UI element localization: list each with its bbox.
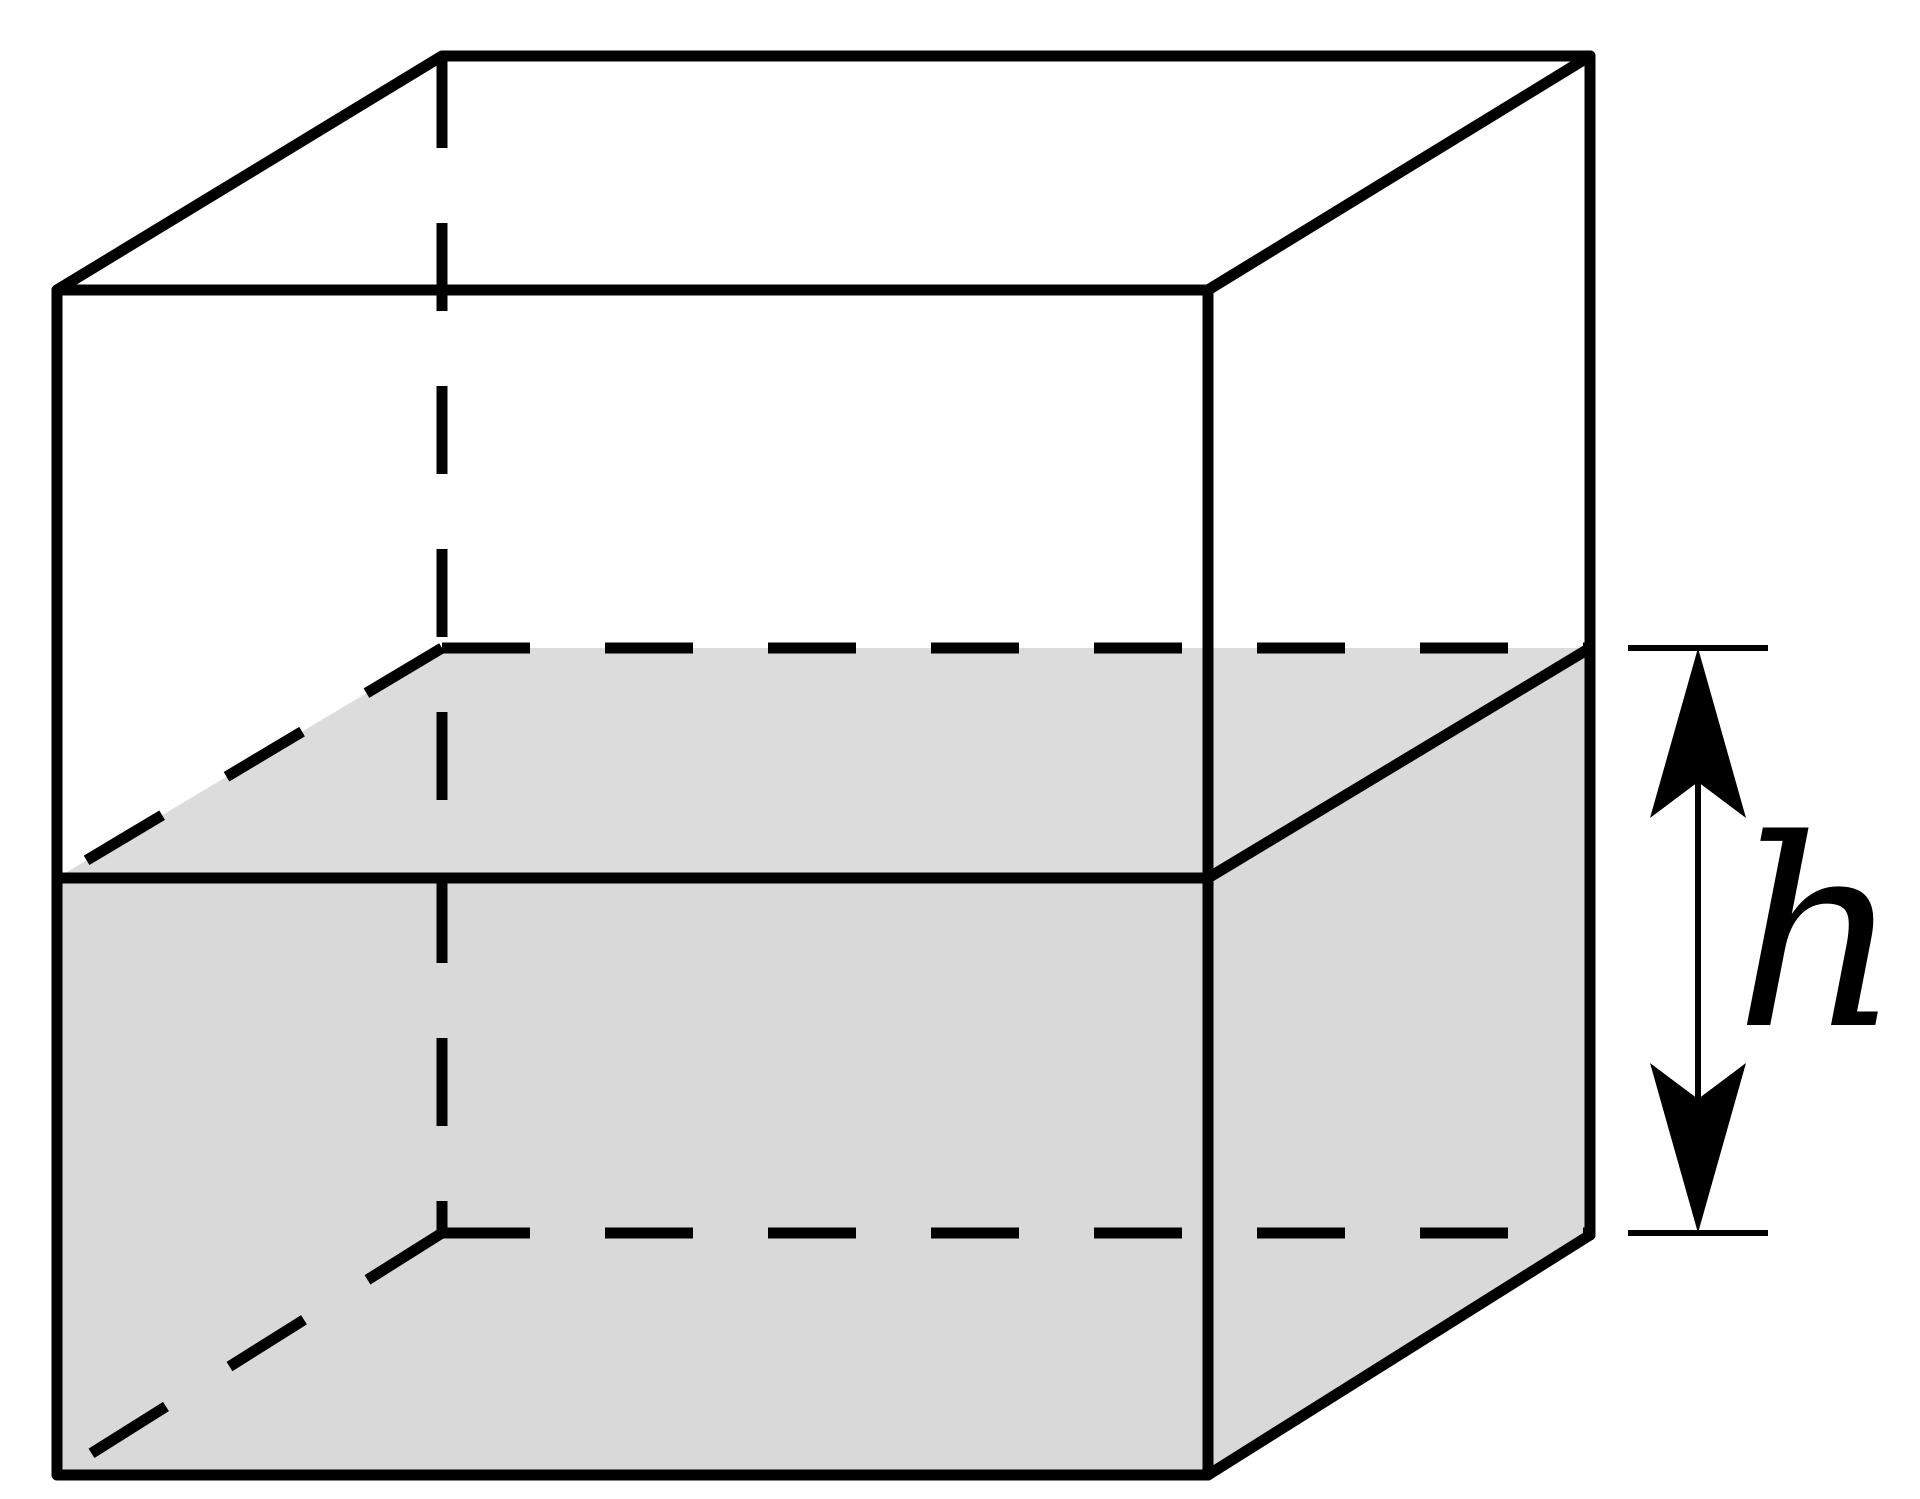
- hidden-water-left-edge: [54, 643, 445, 883]
- dimension-arrowhead-down: [1650, 1063, 1746, 1233]
- water-right-face: [1208, 648, 1590, 1475]
- water-front-face: [57, 878, 1208, 1475]
- height-label: h: [1734, 785, 1901, 1087]
- box-bottom-right-depth-edge: [1202, 1229, 1596, 1481]
- box-top-face: [51, 50, 1596, 296]
- water-right-line: [1202, 642, 1596, 884]
- water-volume: [57, 648, 1590, 1475]
- hidden-bottom-left-depth-edge: [54, 1228, 445, 1480]
- hidden-edges: [54, 60, 1590, 1480]
- height-dimension: h: [1628, 645, 1902, 1236]
- dimension-arrowhead-up: [1650, 648, 1746, 818]
- visible-edges: [51, 50, 1596, 1481]
